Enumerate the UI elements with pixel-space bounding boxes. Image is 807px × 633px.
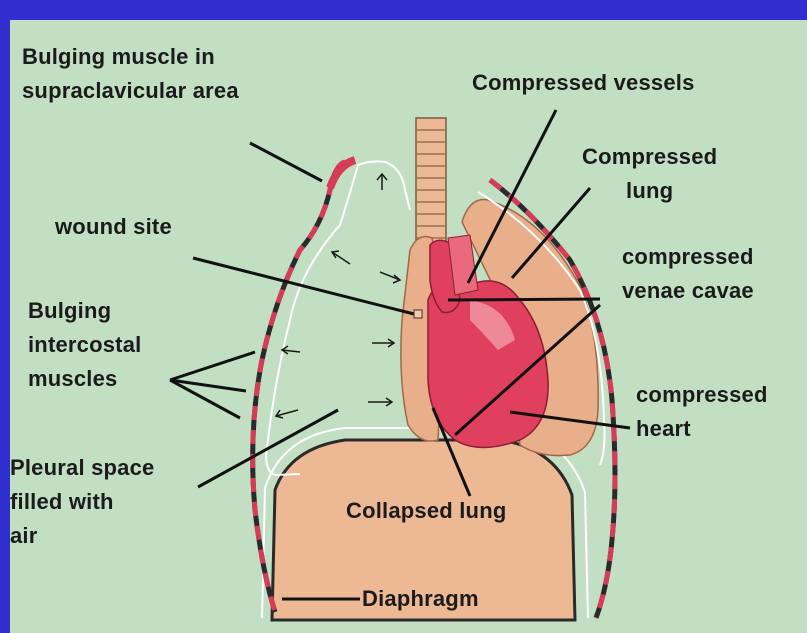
leader-venae-cavae-a <box>448 299 600 300</box>
leader-wound-site <box>193 258 418 315</box>
label-bulging-intercostal: Bulging intercostal muscles <box>28 294 141 396</box>
label-compressed-venae-cavae: compressed venae cavae <box>622 240 754 308</box>
label-bulging-muscle: Bulging muscle in supraclavicular area <box>22 40 239 108</box>
label-collapsed-lung: Collapsed lung <box>346 494 506 528</box>
label-compressed-vessels: Compressed vessels <box>472 66 695 100</box>
supraclavicular-bulge <box>330 160 355 188</box>
label-compressed-heart: compressed heart <box>636 378 768 446</box>
label-pleural-space: Pleural space filled with air <box>10 451 154 553</box>
wound-site-marker <box>414 310 422 318</box>
apex-pleura-line <box>358 161 410 210</box>
label-compressed-lung: Compressed lung <box>582 140 717 208</box>
leader-bulging-muscle <box>250 143 322 181</box>
leader-intercostal-a <box>170 352 255 380</box>
trachea-shape <box>416 118 446 246</box>
label-diaphragm: Diaphragm <box>362 582 479 616</box>
label-wound-site: wound site <box>55 210 172 244</box>
